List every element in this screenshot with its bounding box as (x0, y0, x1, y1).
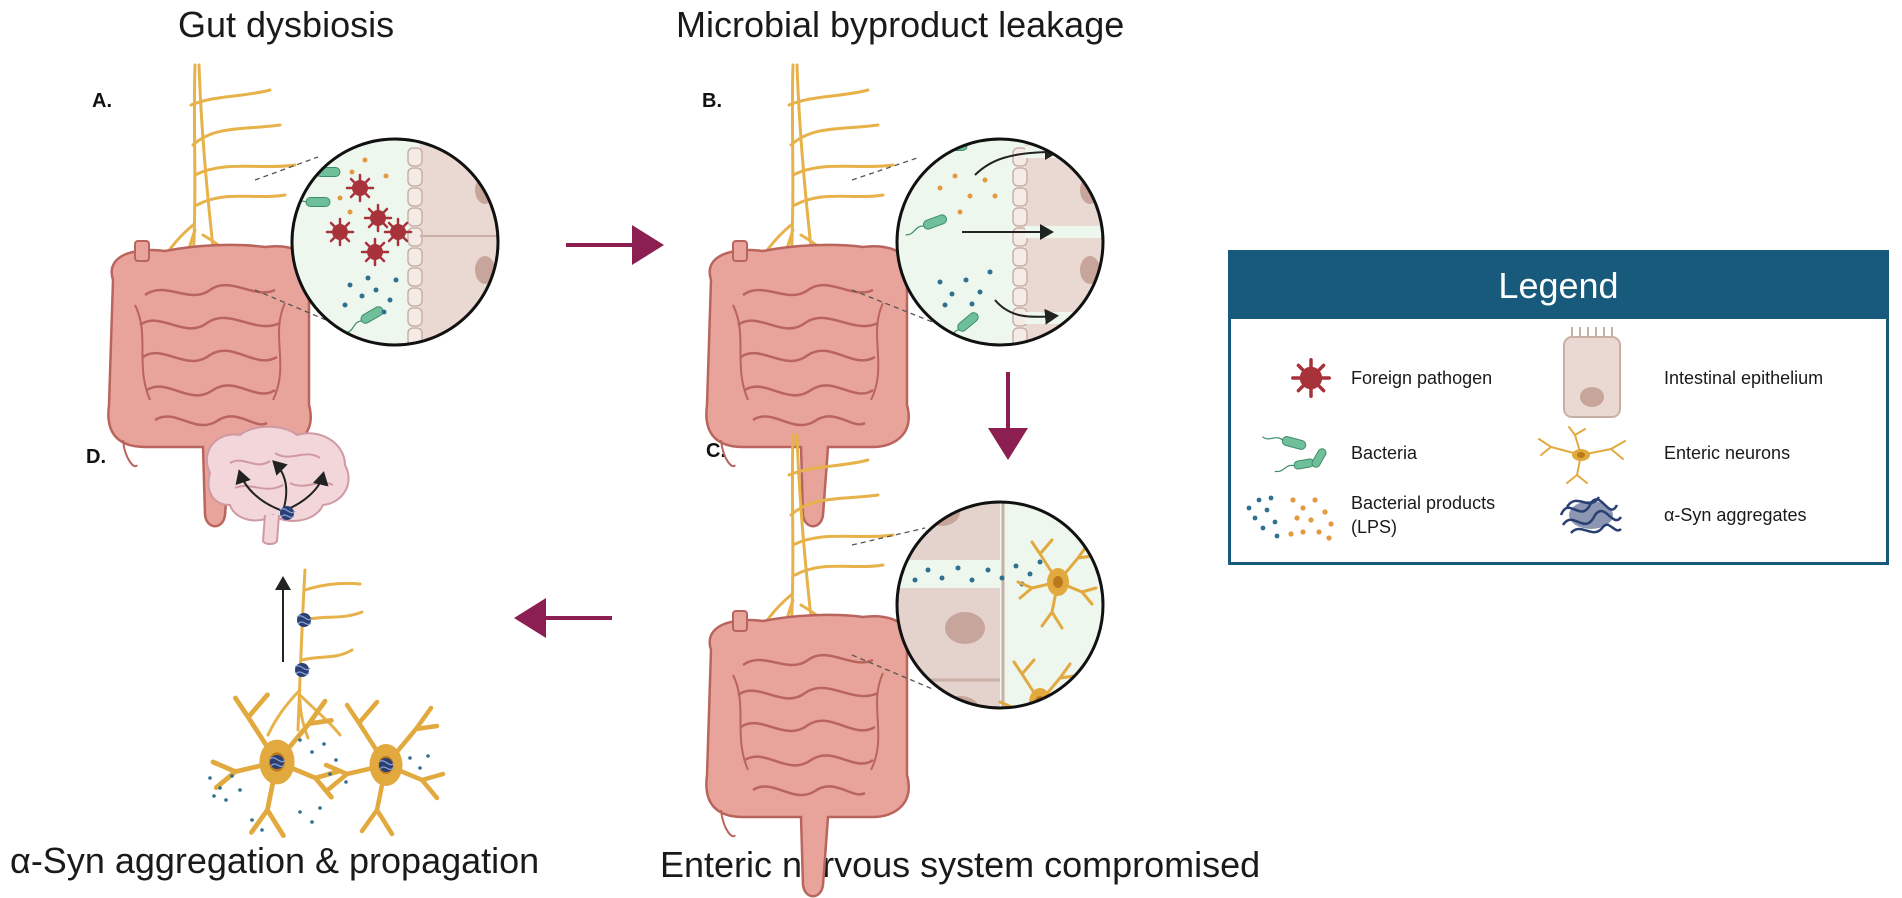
legend-label-syn: α-Syn aggregates (1664, 505, 1807, 525)
bacteria-icon (1262, 436, 1327, 473)
lps-dots-icon (1246, 495, 1334, 541)
panel-label-a: A. (92, 90, 112, 112)
legend-title: Legend (1231, 253, 1886, 319)
panel-label-d: D. (86, 446, 106, 468)
legend-label-pathogen: Foreign pathogen (1351, 368, 1493, 388)
gut-b (704, 63, 911, 528)
zoom-circle-a (292, 139, 498, 345)
title-microbial-leakage: Microbial byproduct leakage (676, 4, 1125, 45)
panel-label-b: B. (702, 90, 722, 112)
legend-label-lps: Bacterial products (LPS) (1351, 491, 1495, 539)
brain (205, 425, 350, 545)
legend-label-epithelium: Intestinal epithelium (1664, 368, 1824, 388)
pathogen-icon (1291, 358, 1331, 398)
title-syn-propagation: α-Syn aggregation & propagation (10, 840, 540, 881)
title-gut-dysbiosis: Gut dysbiosis (178, 4, 395, 45)
epithelium-icon (1563, 327, 1621, 418)
legend-label-lps-line2: (LPS) (1351, 517, 1398, 537)
legend-label-bacteria: Bacteria (1351, 443, 1418, 463)
syn-aggregate-icon (1559, 496, 1623, 534)
legend-box: Legend Foreign pathogen Intestinal epith… (1228, 250, 1889, 565)
title-ens-compromised: Enteric nervous system compromised (660, 844, 1261, 885)
neuron-icon (1538, 426, 1626, 484)
legend-label-neurons: Enteric neurons (1664, 443, 1791, 463)
legend-label-lps-line1: Bacterial products (1351, 493, 1496, 513)
